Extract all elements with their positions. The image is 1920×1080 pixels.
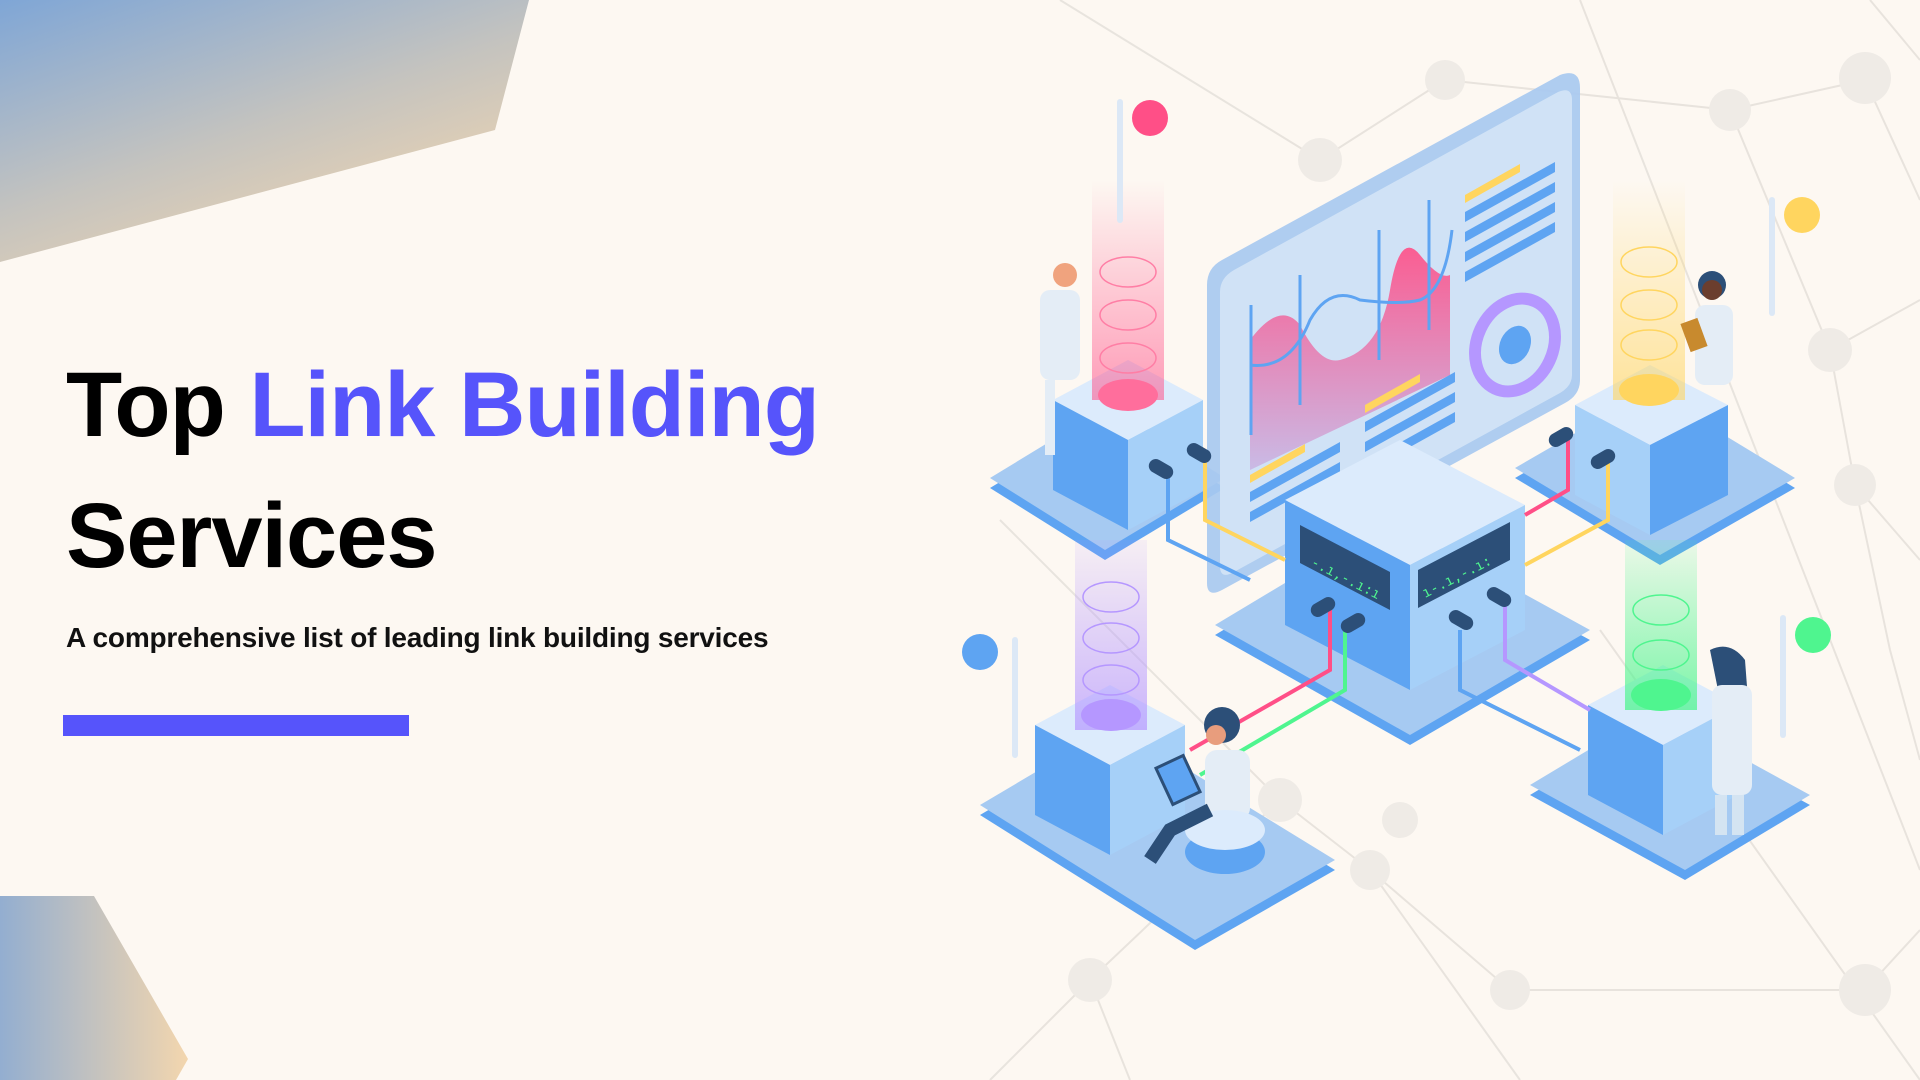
title-prefix: Top — [66, 354, 226, 456]
bottom-left-corner-shape — [0, 896, 188, 1080]
connection-cables — [1166, 440, 1610, 777]
scientist-top-right — [1680, 271, 1733, 385]
green-status-dot — [1795, 617, 1831, 653]
page-title: Top Link Building Services — [66, 340, 820, 602]
hero-block: Top Link Building Services — [66, 340, 820, 602]
server-icon: -.ı,-.ı:ı ı-.ı,-.ı: — [1285, 440, 1525, 690]
data-cylinder-pink-icon — [1092, 180, 1164, 411]
top-left-corner-shape — [0, 0, 529, 262]
isometric-illustration: -.ı,-.ı:ı ı-.ı,-.ı: — [962, 73, 1831, 950]
data-cylinder-green-icon — [1625, 540, 1697, 711]
accent-underline-bar — [63, 715, 409, 736]
data-cylinder-yellow-icon — [1613, 180, 1685, 406]
dashboard-monitor-icon — [1207, 73, 1580, 593]
title-line-2: Services — [66, 485, 438, 587]
cable-plugs — [1148, 427, 1616, 633]
yellow-status-dot — [1784, 197, 1820, 233]
scientist-seated-laptop — [1144, 707, 1265, 874]
data-cylinder-purple-icon — [1075, 540, 1147, 731]
server-cube-top-left — [1053, 360, 1203, 530]
pink-status-dot — [1132, 100, 1168, 136]
network-nodes — [1068, 52, 1891, 1016]
subtitle: A comprehensive list of leading link bui… — [66, 622, 769, 653]
scientist-top-left — [1040, 263, 1080, 455]
status-indicators — [962, 99, 1831, 758]
scientist-bottom-right — [1710, 646, 1752, 835]
blue-status-dot — [962, 634, 998, 670]
scientist-figure-icon — [1040, 263, 1752, 874]
title-accent: Link Building — [249, 354, 820, 456]
